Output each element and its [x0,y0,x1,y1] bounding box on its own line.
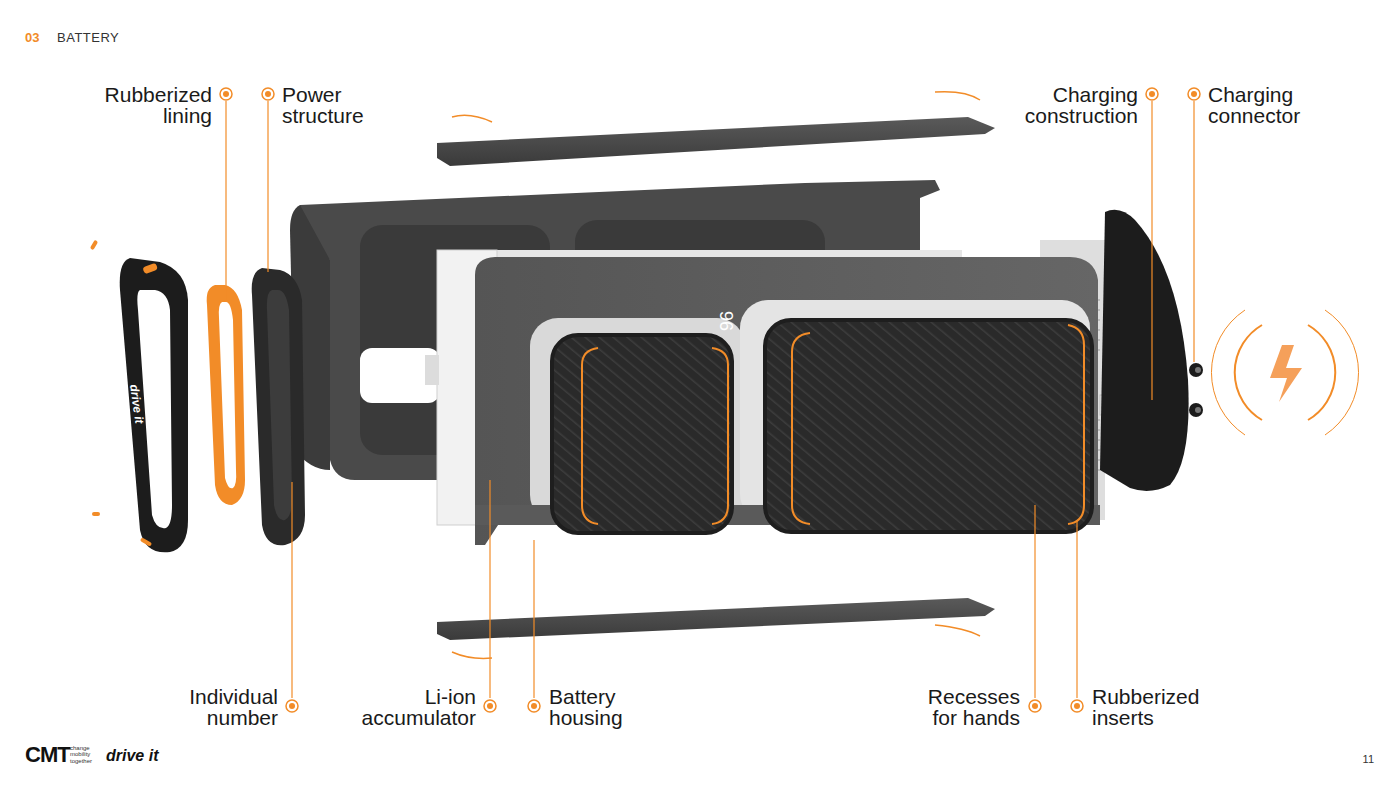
part-label: Individual number [166,686,278,728]
part-label: Li-ion accumulator [344,686,476,728]
part-label: Rubberized inserts [1092,686,1214,728]
housing-number: 96 [717,311,735,331]
part-label: Power structure [282,84,390,126]
part-label: Rubberized lining [90,84,212,126]
section-number: 03 [25,31,39,44]
part-label: Charging construction [998,84,1138,126]
logo-brand: drive it [106,748,158,764]
part-label: Recesses for hands [916,686,1020,728]
page-number: 11 [1363,754,1374,765]
logo-tagline: change mobility together [70,745,104,764]
part-label: Battery housing [549,686,649,728]
logo-mark: CMT [25,744,70,766]
part-label: Charging connector [1208,84,1326,126]
section-title: BATTERY [57,31,119,44]
